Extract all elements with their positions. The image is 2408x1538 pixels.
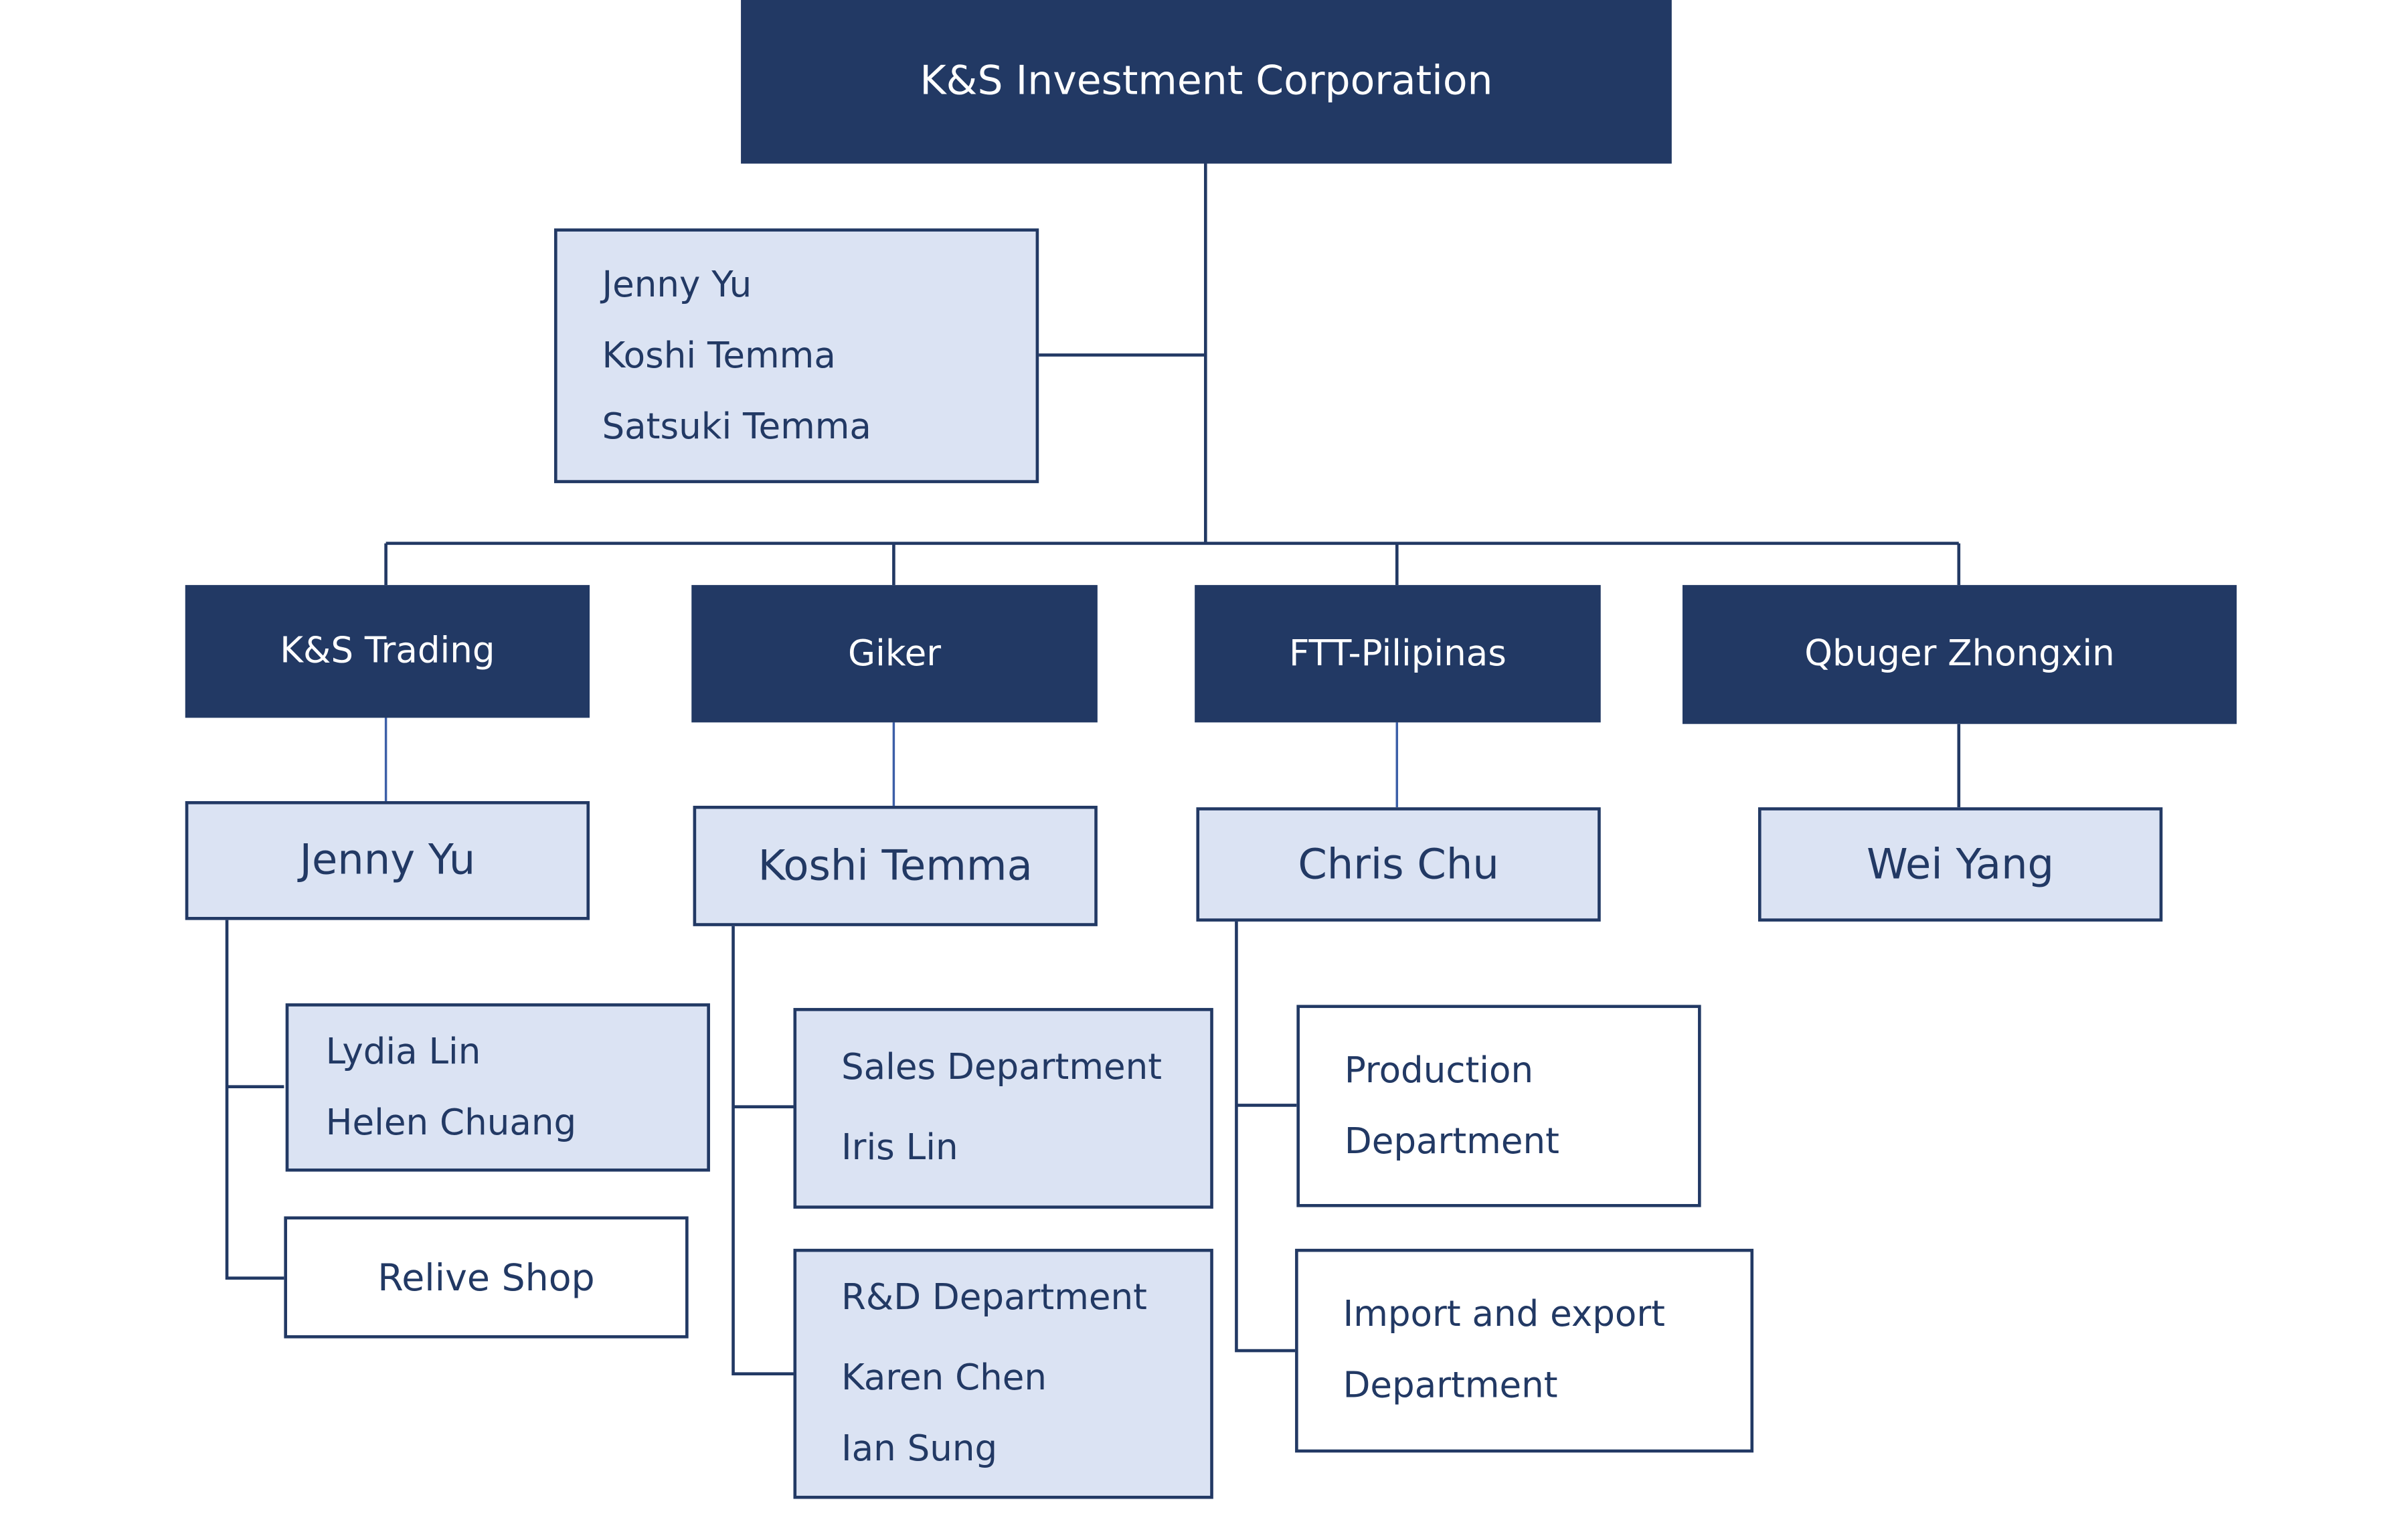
board-node: Jenny Yu Koshi Temma Satsuki Temma <box>553 228 1039 483</box>
company-giker: Giker <box>691 585 1098 723</box>
company-ks-trading: K&S Trading <box>185 585 590 718</box>
head-name: Koshi Temma <box>758 842 1033 890</box>
root-node: K&S Investment Corporation <box>741 0 1672 164</box>
production-department: Production Department <box>1296 1005 1701 1207</box>
connector-ftt-tree <box>1235 921 1296 1353</box>
company-qbuger-zhongxin: Qbuger Zhongxin <box>1682 585 2237 724</box>
head-ks-trading: Jenny Yu <box>185 801 590 920</box>
rd-department: R&D Department Karen Chen Ian Sung <box>793 1248 1213 1499</box>
company-ftt-pilipinas: FTT-Pilipinas <box>1195 585 1601 723</box>
sales-department: Sales Department Iris Lin <box>793 1008 1213 1209</box>
department-line: Department <box>1344 1121 1559 1162</box>
head-qbuger-zhongxin: Wei Yang <box>1757 807 2163 922</box>
person-name: Lydia Lin <box>325 1031 481 1072</box>
head-giker: Koshi Temma <box>693 805 1098 926</box>
board-member: Jenny Yu <box>602 264 752 305</box>
company-name: Qbuger Zhongxin <box>1804 634 2115 675</box>
department-line: Production <box>1344 1050 1534 1091</box>
department-line: Department <box>1343 1366 1558 1407</box>
company-name: K&S Trading <box>280 631 495 672</box>
person-name: Karen Chen <box>841 1358 1047 1399</box>
department-name: Sales Department <box>841 1048 1163 1089</box>
shop-name: Relive Shop <box>377 1256 595 1299</box>
head-ftt-pilipinas: Chris Chu <box>1196 807 1601 922</box>
department-name: R&D Department <box>841 1278 1147 1318</box>
person-name: Ian Sung <box>841 1429 998 1470</box>
person-name: Iris Lin <box>841 1128 958 1169</box>
head-name: Chris Chu <box>1298 840 1499 889</box>
board-member: Satsuki Temma <box>602 406 871 447</box>
department-line: Import and export <box>1343 1295 1665 1336</box>
import-export-department: Import and export Department <box>1295 1248 1754 1453</box>
company-name: Giker <box>847 633 942 674</box>
head-name: Wei Yang <box>1867 840 2055 889</box>
connector-giker-tree <box>732 926 794 1376</box>
company-name: FTT-Pilipinas <box>1288 633 1507 674</box>
relive-shop: Relive Shop <box>284 1216 689 1339</box>
connector-ks-trading-tree <box>225 920 284 1280</box>
board-member: Koshi Temma <box>602 335 836 376</box>
ks-trading-people: Lydia Lin Helen Chuang <box>285 1003 710 1172</box>
root-title: K&S Investment Corporation <box>920 58 1493 105</box>
person-name: Helen Chuang <box>325 1102 577 1143</box>
head-name: Jenny Yu <box>299 837 476 885</box>
